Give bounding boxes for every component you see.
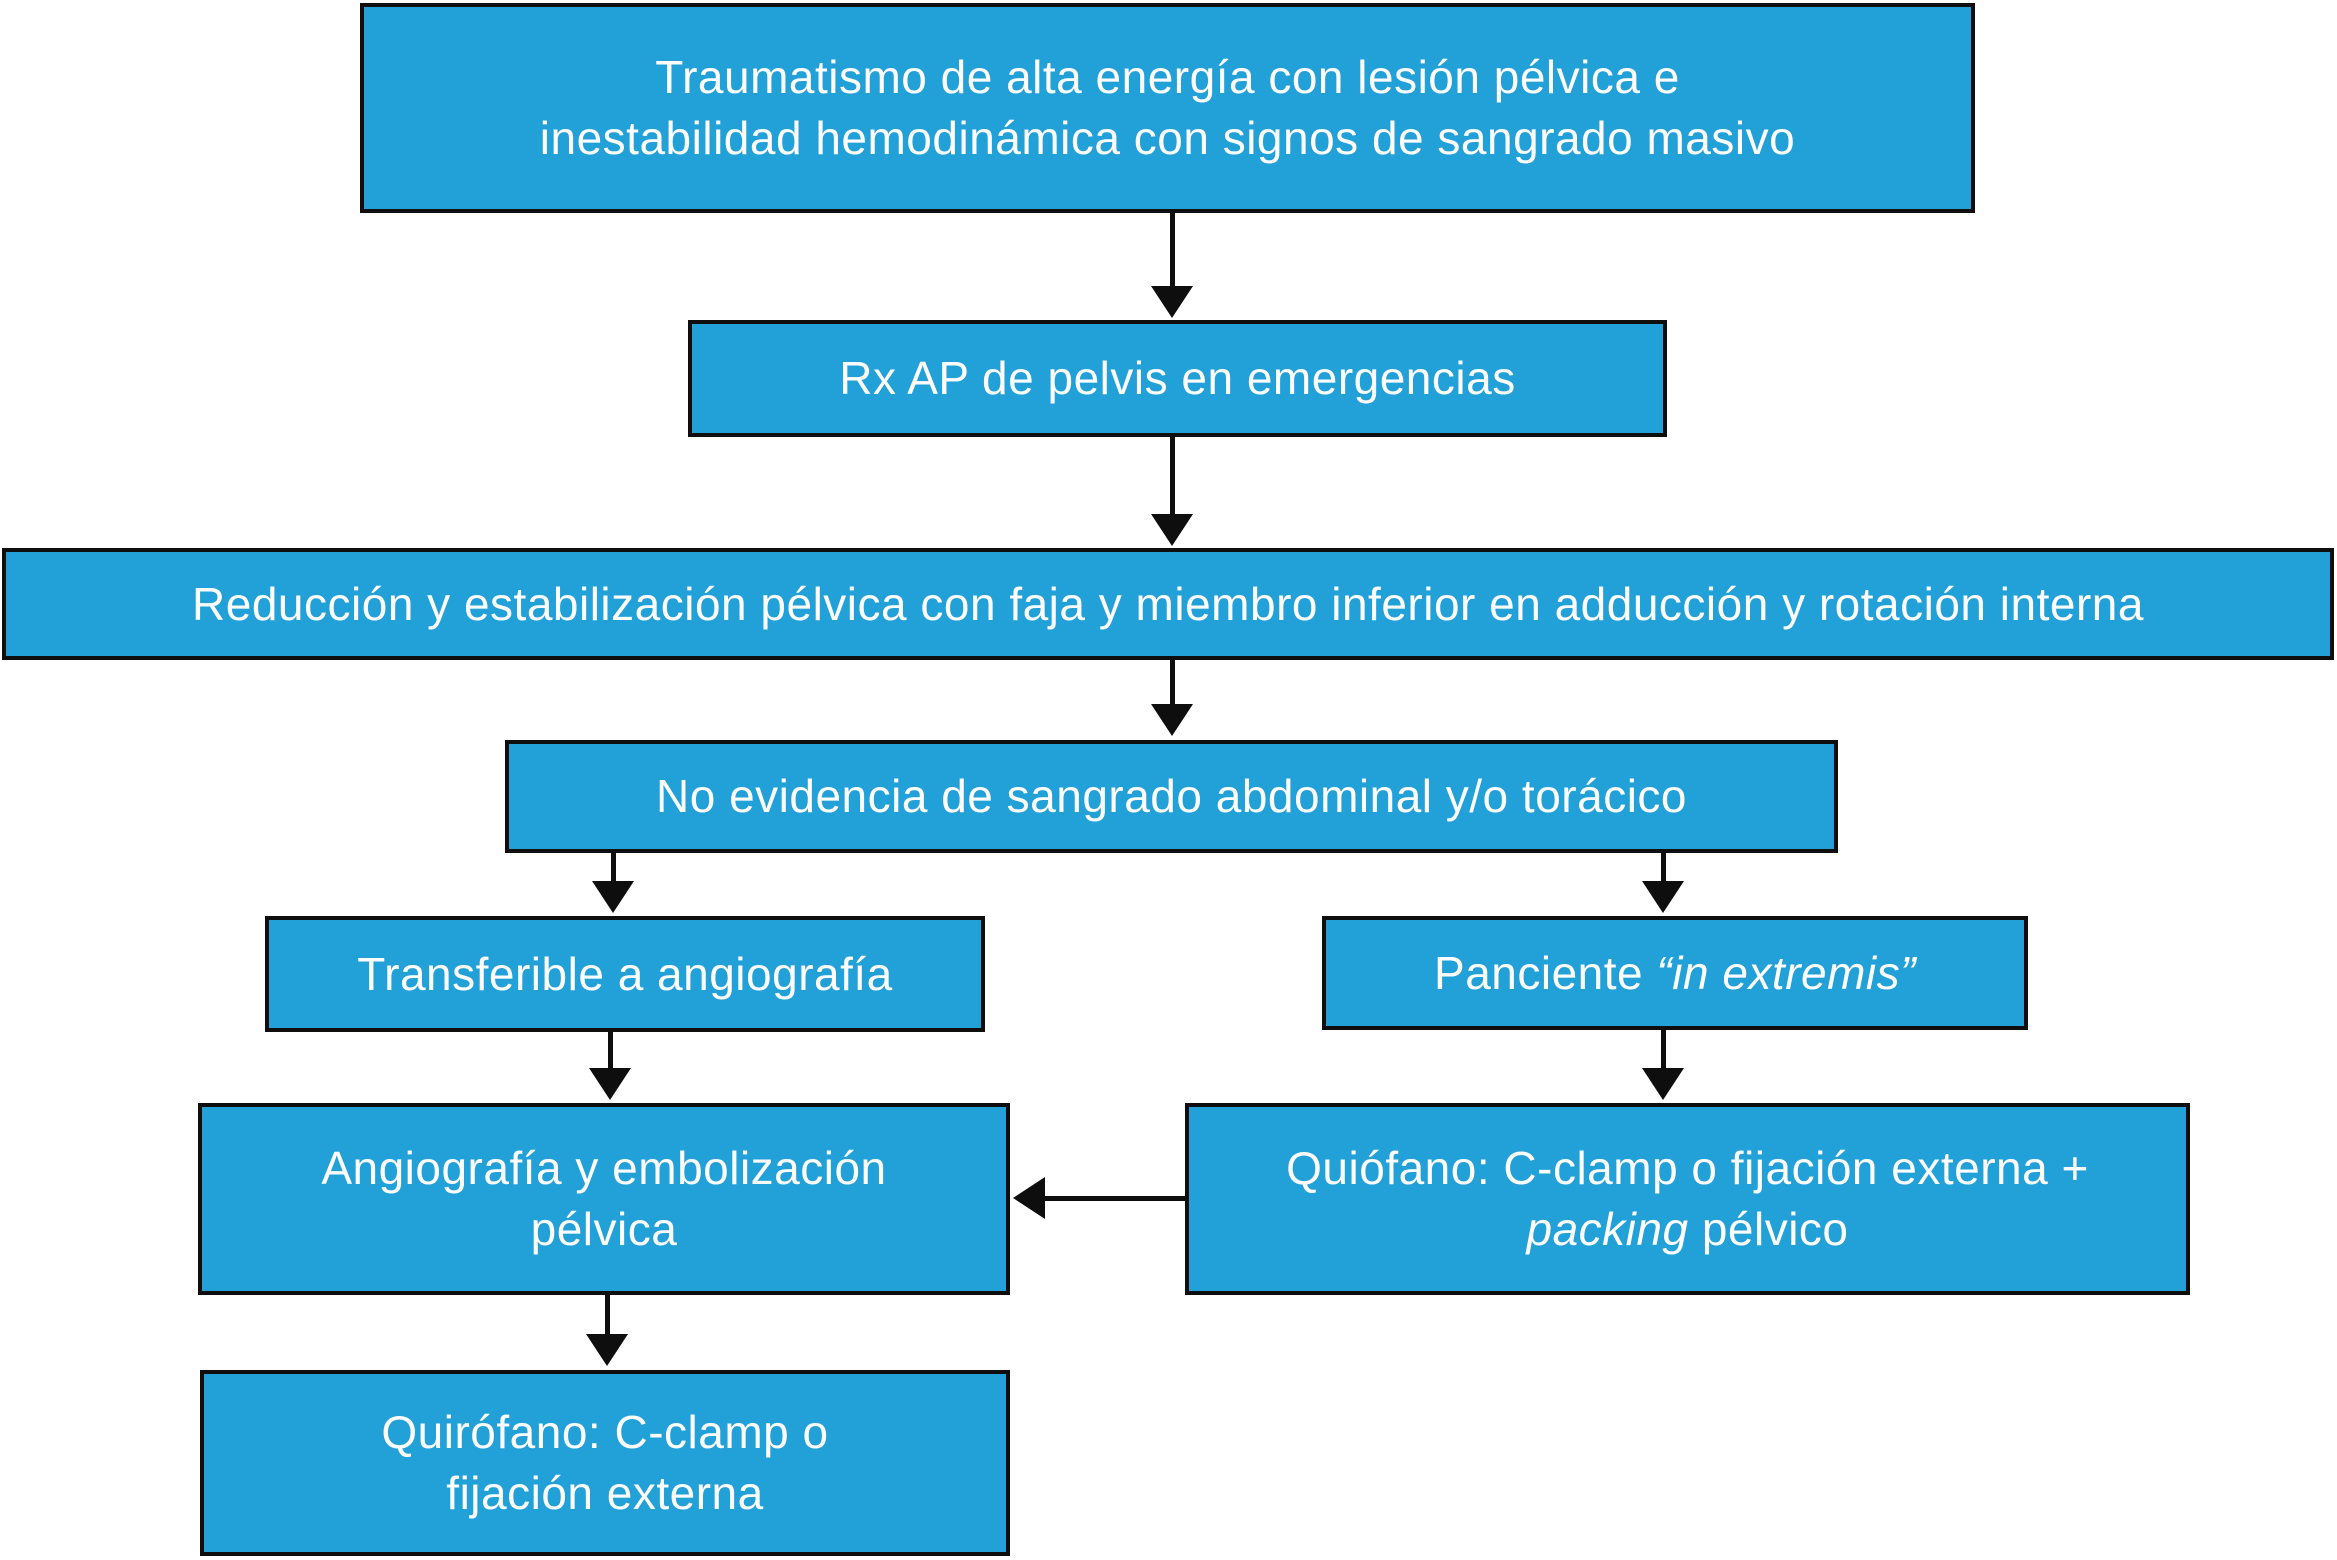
arrowhead-down-icon [1642,1068,1684,1100]
arrow-line [608,1032,613,1070]
arrow-line [1170,660,1175,706]
arrowhead-down-icon [592,881,634,913]
node-reduccion-estabilizacion: Reducción y estabilización pélvica con f… [2,548,2334,660]
node-quirofano-packing: Quiófano: C-clamp o fijación externa + p… [1185,1103,2190,1295]
node-quirofano-packing-line1: Quiófano: C-clamp o fijación externa + [1286,1142,2089,1195]
node-transferible-angiografia: Transferible a angiografía [265,916,985,1032]
arrowhead-down-icon [586,1334,628,1366]
arrow-line [1170,437,1175,516]
arrowhead-down-icon [1151,704,1193,736]
arrowhead-down-icon [1642,881,1684,913]
node-traumatismo: Traumatismo de alta energía con lesión p… [360,3,1975,213]
node-angiografia-line2: pélvica [530,1203,678,1255]
arrow-line [1661,853,1666,883]
arrowhead-down-icon [1151,286,1193,318]
node-rx-pelvis-label: Rx AP de pelvis en emergencias [839,352,1516,405]
node-quirofano-line1: Quirófano: C-clamp o [381,1406,829,1459]
node-quirofano-line2: fijación externa [446,1467,764,1519]
node-no-evidencia-sangrado: No evidencia de sangrado abdominal y/o t… [505,740,1838,853]
arrow-line [605,1295,610,1336]
node-quirofano-packing-line2: packing pélvico [1526,1203,1849,1255]
node-paciente-label: Panciente “in extremis” [1434,946,1916,999]
arrowhead-down-icon [1151,514,1193,546]
node-quirofano-cclamp: Quirófano: C-clamp o fijación externa [200,1370,1010,1556]
arrow-line [611,853,616,883]
node-traumatismo-line1: Traumatismo de alta energía con lesión p… [655,51,1680,104]
node-angiografia-line1: Angiografía y embolización [321,1142,887,1195]
node-rx-pelvis: Rx AP de pelvis en emergencias [688,320,1667,437]
node-traumatismo-line2: inestabilidad hemodinámica con signos de… [539,112,1796,164]
node-reduccion-label: Reducción y estabilización pélvica con f… [192,577,2144,630]
arrowhead-down-icon [589,1068,631,1100]
node-paciente-in-extremis: Panciente “in extremis” [1322,916,2028,1030]
arrowhead-left-icon [1013,1177,1045,1219]
node-angiografia-embolizacion: Angiografía y embolización pélvica [198,1103,1010,1295]
node-transferible-label: Transferible a angiografía [357,947,893,1000]
arrow-line [1170,213,1175,288]
arrow-line [1661,1030,1666,1070]
node-no-evidencia-label: No evidencia de sangrado abdominal y/o t… [655,770,1687,823]
arrow-line [1045,1196,1185,1201]
